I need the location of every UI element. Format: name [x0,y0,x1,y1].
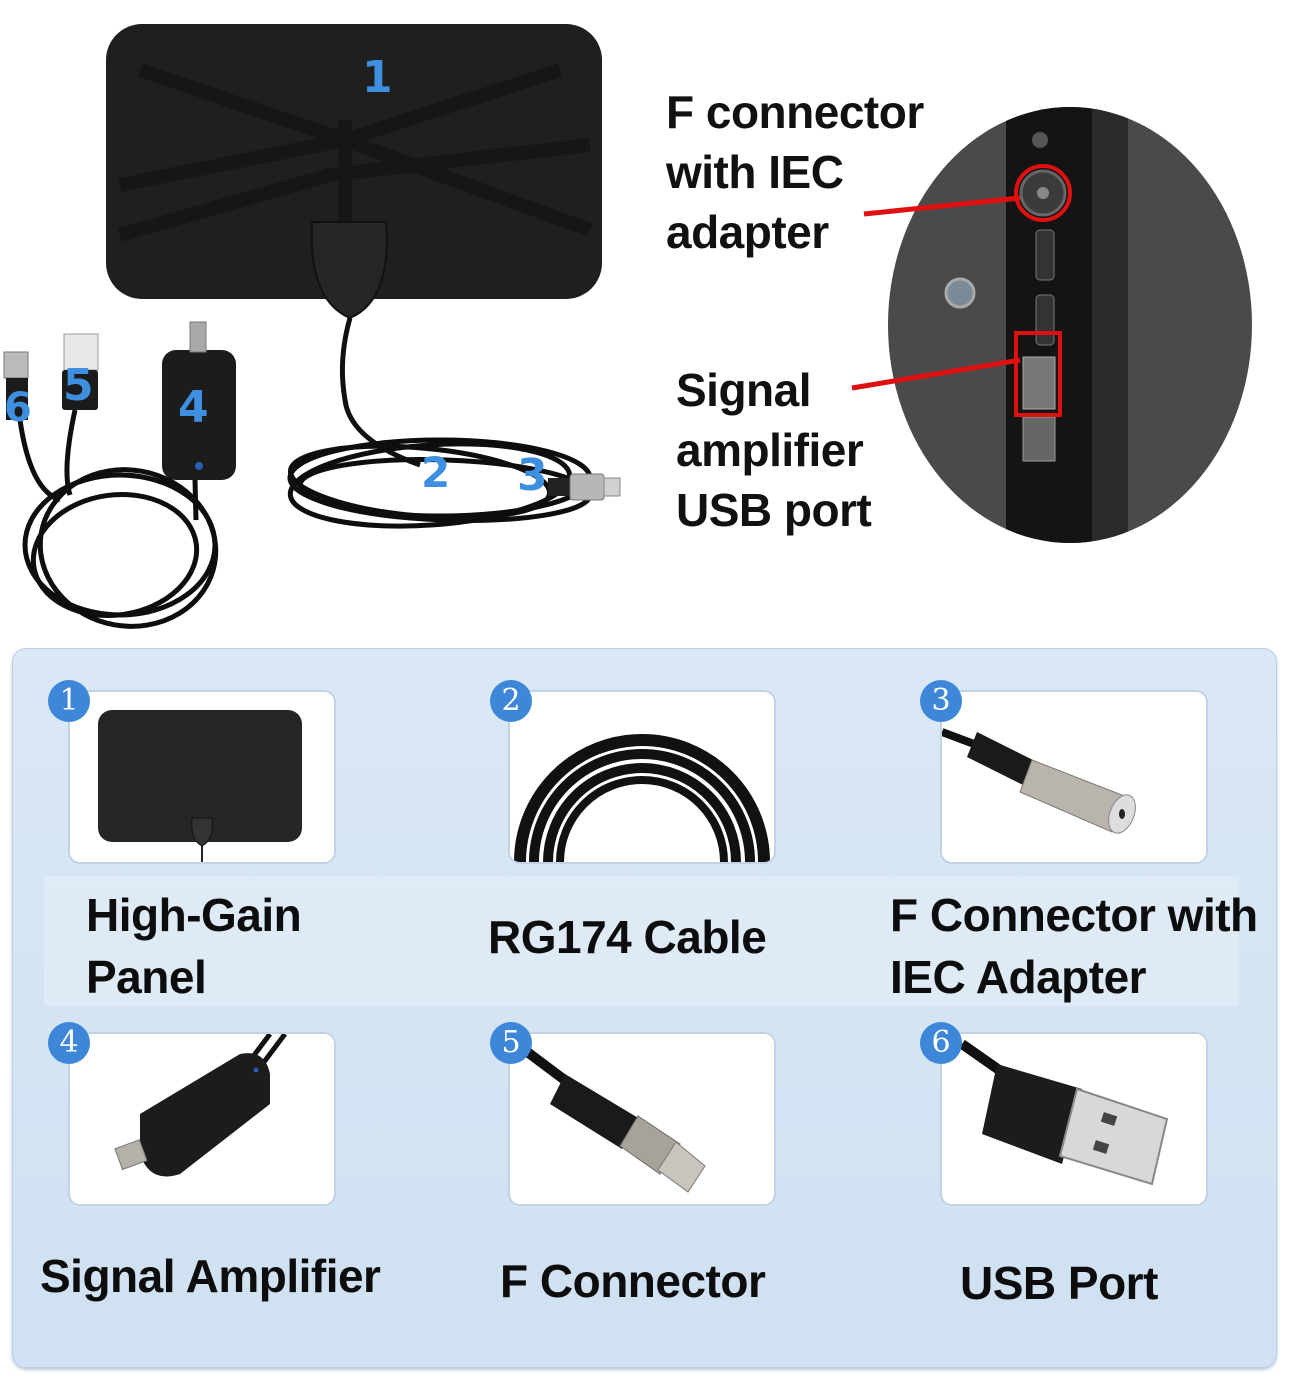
label-band [44,876,1239,1006]
antenna-panel-icon [98,710,302,862]
callout-usb-port: Signal amplifier USB port [676,360,872,540]
label-line: F Connector with [890,889,1258,941]
label-line: Panel [86,951,207,1003]
component-label: F Connector with IEC Adapter [890,884,1258,1008]
callout-line: amplifier [676,424,864,476]
component-label: USB Port [960,1252,1158,1314]
callout-line: USB port [676,484,872,536]
label-line: RG174 Cable [488,911,767,963]
part-number-3: 3 [517,450,548,501]
label-line: USB Port [960,1257,1158,1309]
number-badge: 3 [920,680,962,722]
tv-back-panel-photo [888,107,1252,543]
component-label: High-Gain Panel [86,884,302,1008]
number-badge: 6 [920,1022,962,1064]
part-number-6: 6 [4,385,32,431]
label-line: Signal Amplifier [40,1250,381,1302]
part-number-1: 1 [362,52,393,103]
signal-amplifier-icon [114,1034,287,1177]
cable-mount [310,221,388,320]
usb-plug-icon [959,1039,1169,1186]
product-diagram: 1 2 3 4 5 6 [0,0,650,640]
label-line: F Connector [500,1255,766,1307]
f-connector-highlight [1014,164,1072,222]
callout-line: with IEC [666,146,844,198]
antenna-kit-illustration [3,24,621,629]
number-badge: 1 [48,680,90,722]
f-connector-icon [510,1035,706,1193]
number-badge: 4 [48,1022,90,1064]
component-label: F Connector [500,1250,766,1312]
label-line: High-Gain [86,889,302,941]
coiled-cable-icon [514,734,770,862]
part-number-4: 4 [178,382,209,433]
label-line: IEC Adapter [890,951,1147,1003]
callout-f-connector: F connector with IEC adapter [666,82,924,262]
callout-line: adapter [666,206,829,258]
callout-line: F connector [666,86,924,138]
tv-ports-closeup [880,95,1260,555]
amplifier-body [162,350,236,480]
part-number-2: 2 [421,448,451,497]
part-number-5: 5 [63,360,94,411]
number-badge: 2 [490,680,532,722]
iec-adapter-icon [942,728,1136,834]
number-badge: 5 [490,1022,532,1064]
component-label: RG174 Cable [488,906,767,968]
component-label: Signal Amplifier [40,1245,381,1307]
callout-line: Signal [676,364,812,416]
